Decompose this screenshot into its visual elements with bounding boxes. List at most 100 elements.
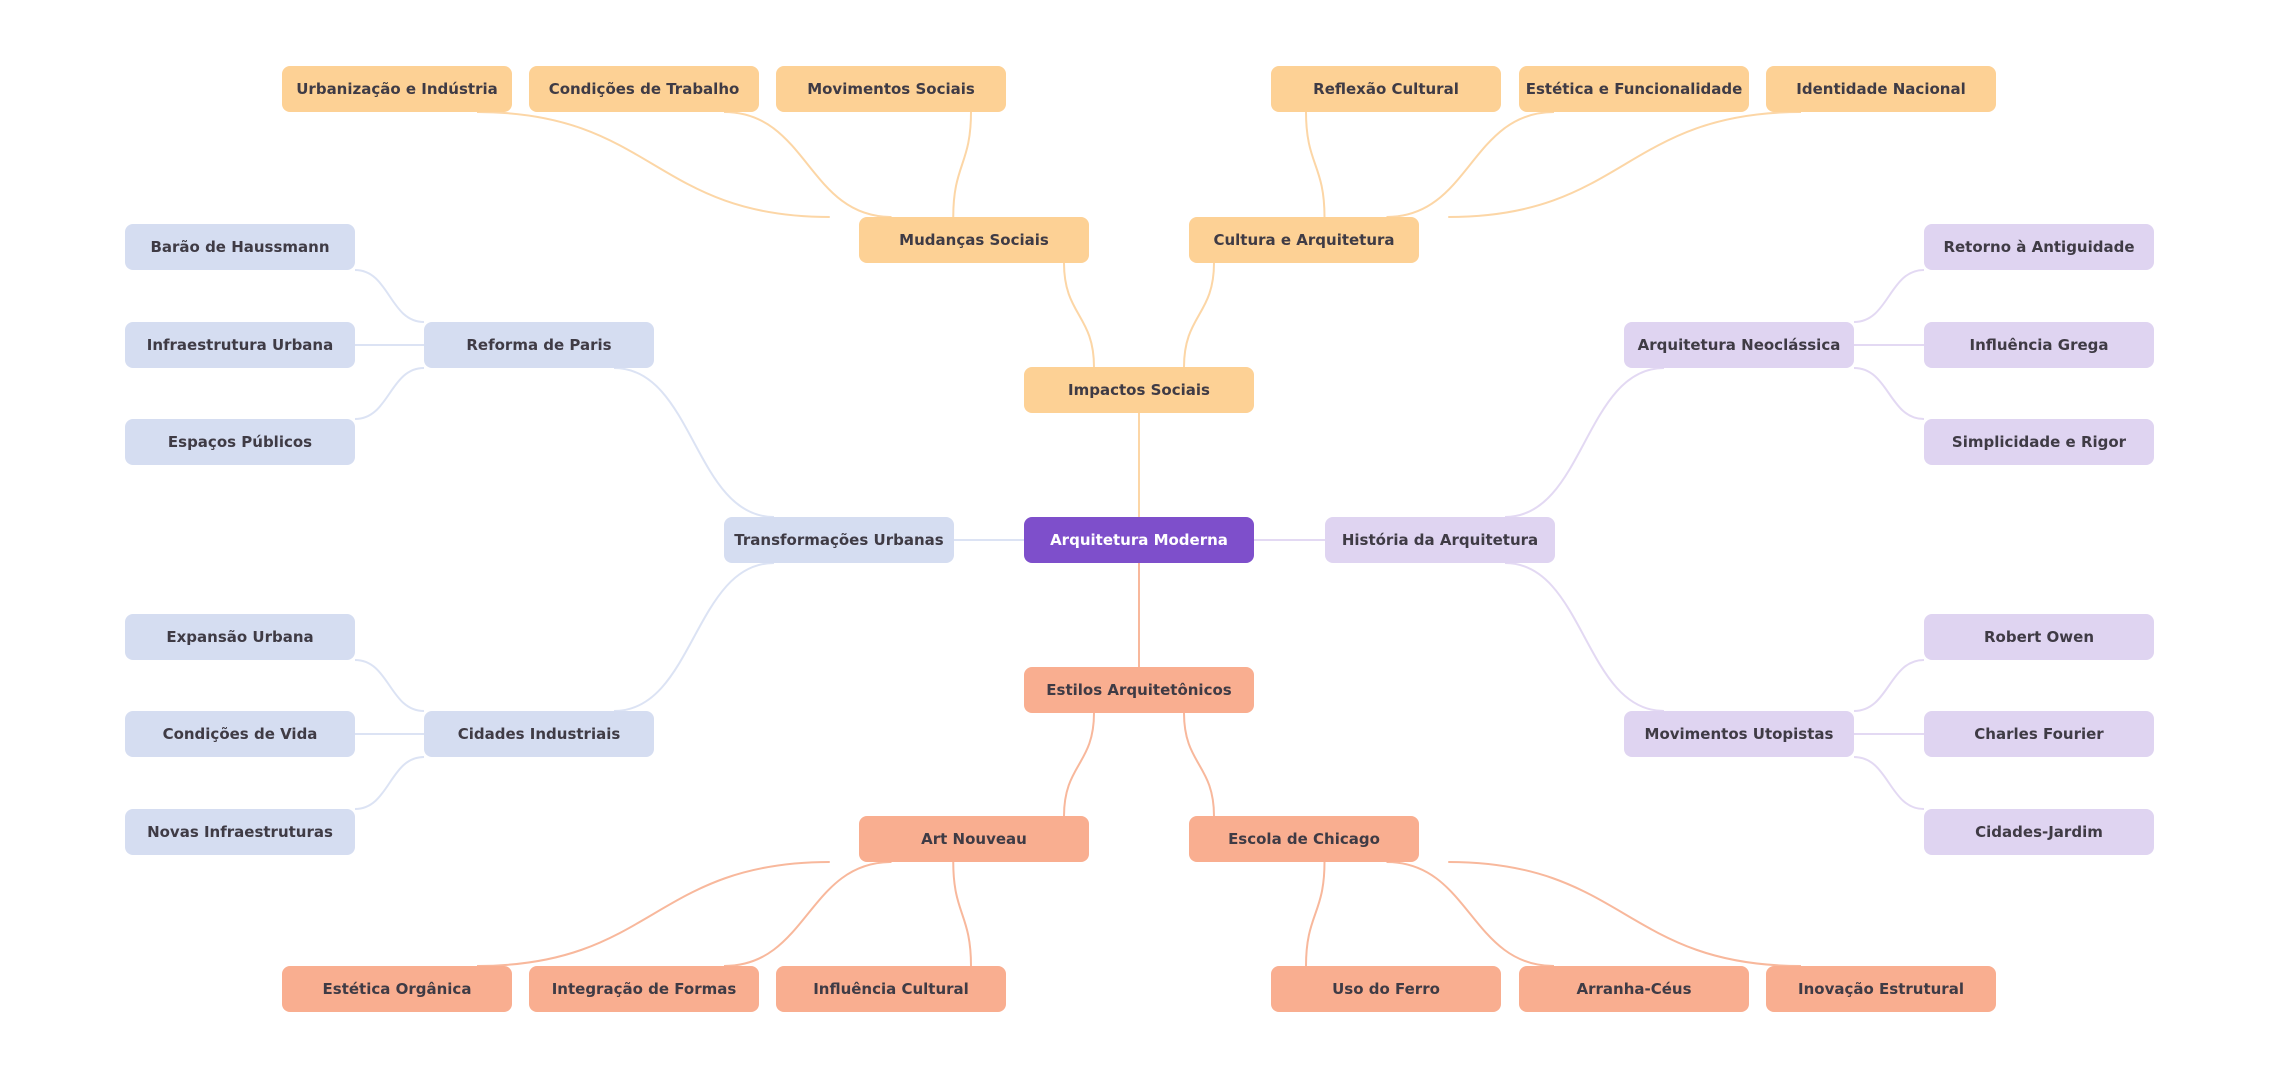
node-cidades-jardim[interactable]: Cidades-Jardim [1924,809,2154,855]
node-label: Arquitetura Neoclássica [1637,336,1841,354]
node-label: Condições de Vida [162,725,318,743]
node-arquitetura-neoclassica[interactable]: Arquitetura Neoclássica [1624,322,1854,368]
node-historia-da-arquitetura[interactable]: História da Arquitetura [1325,517,1555,563]
edge-historia-utopistas [1504,562,1665,712]
edge-cultura-leaf [1386,111,1555,218]
node-art-nouveau[interactable]: Art Nouveau [859,816,1089,862]
node-estetica-organica[interactable]: Estética Orgânica [282,966,512,1012]
node-label: Arquitetura Moderna [1050,531,1228,549]
node-barao-de-haussmann[interactable]: Barão de Haussmann [125,224,355,270]
edge-utopistas-leaf [1853,756,1925,810]
node-label: Estética Orgânica [322,980,472,998]
node-label: Retorno à Antiguidade [1943,238,2135,256]
edge-chicago-leaf [1386,861,1555,967]
edge-neoclassica-leaf [1853,367,1925,420]
node-arranha-ceus[interactable]: Arranha-Céus [1519,966,1749,1012]
node-label: Influência Grega [1969,336,2109,354]
edge-impactos-cultura [1183,262,1215,368]
edge-neoclassica-leaf [1853,269,1925,323]
node-influencia-cultural[interactable]: Influência Cultural [776,966,1006,1012]
edge-mudancas-leaf [476,111,830,218]
node-label: Movimentos Sociais [807,80,975,98]
edge-cultura-leaf [1448,111,1802,218]
node-arquitetura-moderna[interactable]: Arquitetura Moderna [1024,517,1254,563]
node-label: Mudanças Sociais [899,231,1049,249]
node-label: Cidades Industriais [457,725,621,743]
node-label: Arranha-Céus [1576,980,1692,998]
node-label: Condições de Trabalho [548,80,740,98]
node-label: Cultura e Arquitetura [1213,231,1395,249]
node-robert-owen[interactable]: Robert Owen [1924,614,2154,660]
edge-mudancas-leaf [952,111,972,218]
node-label: Robert Owen [1983,628,2095,646]
node-estetica-e-funcionalidade[interactable]: Estética e Funcionalidade [1519,66,1749,112]
edge-artnouveau-leaf [723,861,892,967]
node-label: Charles Fourier [1974,725,2104,743]
node-cultura-e-arquitetura[interactable]: Cultura e Arquitetura [1189,217,1419,263]
node-inovacao-estrutural[interactable]: Inovação Estrutural [1766,966,1996,1012]
edge-chicago-leaf [1305,861,1326,967]
node-simplicidade-e-rigor[interactable]: Simplicidade e Rigor [1924,419,2154,465]
node-uso-do-ferro[interactable]: Uso do Ferro [1271,966,1501,1012]
node-reflexao-cultural[interactable]: Reflexão Cultural [1271,66,1501,112]
node-transformacoes-urbanas[interactable]: Transformações Urbanas [724,517,954,563]
node-label: História da Arquitetura [1341,531,1539,549]
node-label: Reflexão Cultural [1313,80,1459,98]
edge-estilos-chicago [1183,712,1215,817]
edge-artnouveau-leaf [952,861,972,967]
node-influencia-grega[interactable]: Influência Grega [1924,322,2154,368]
node-estilos-arquitetonicos[interactable]: Estilos Arquitetônicos [1024,667,1254,713]
node-escola-de-chicago[interactable]: Escola de Chicago [1189,816,1419,862]
node-movimentos-utopistas[interactable]: Movimentos Utopistas [1624,711,1854,757]
edge-mudancas-leaf [723,111,892,218]
edge-estilos-artnouveau [1063,712,1095,817]
edge-reforma-leaf [354,367,425,420]
node-condicoes-de-trabalho[interactable]: Condições de Trabalho [529,66,759,112]
node-label: Impactos Sociais [1068,381,1210,399]
node-label: Integração de Formas [551,980,737,998]
node-label: Movimentos Utopistas [1644,725,1834,743]
node-identidade-nacional[interactable]: Identidade Nacional [1766,66,1996,112]
node-charles-fourier[interactable]: Charles Fourier [1924,711,2154,757]
node-reforma-de-paris[interactable]: Reforma de Paris [424,322,654,368]
node-integracao-de-formas[interactable]: Integração de Formas [529,966,759,1012]
node-label: Art Nouveau [921,830,1027,848]
edge-transformacoes-cidades [613,562,775,712]
node-label: Identidade Nacional [1796,80,1966,98]
node-label: Simplicidade e Rigor [1951,433,2127,451]
node-label: Uso do Ferro [1332,980,1440,998]
node-novas-infraestruturas[interactable]: Novas Infraestruturas [125,809,355,855]
node-label: Transformações Urbanas [734,531,944,549]
node-mudancas-sociais[interactable]: Mudanças Sociais [859,217,1089,263]
edge-cidades-leaf [354,756,425,810]
node-label: Espaços Públicos [167,433,313,451]
node-label: Novas Infraestruturas [147,823,333,841]
node-label: Estética e Funcionalidade [1525,80,1743,98]
edge-impactos-mudancas [1063,262,1095,368]
node-label: Expansão Urbana [166,628,314,646]
edge-transformacoes-reforma [613,367,775,518]
edge-historia-neoclassica [1504,367,1665,518]
node-label: Escola de Chicago [1228,830,1380,848]
node-infraestrutura-urbana[interactable]: Infraestrutura Urbana [125,322,355,368]
node-label: Infraestrutura Urbana [146,336,334,354]
node-impactos-sociais[interactable]: Impactos Sociais [1024,367,1254,413]
edge-cidades-leaf [354,659,425,712]
edge-cultura-leaf [1305,111,1326,218]
edge-artnouveau-leaf [476,861,830,967]
node-label: Cidades-Jardim [1975,823,2103,841]
node-label: Reforma de Paris [466,336,612,354]
node-cidades-industriais[interactable]: Cidades Industriais [424,711,654,757]
edge-chicago-leaf [1448,861,1802,967]
node-urbanizacao-e-industria[interactable]: Urbanização e Indústria [282,66,512,112]
node-label: Urbanização e Indústria [296,80,498,98]
edge-reforma-leaf [354,269,425,323]
node-expansao-urbana[interactable]: Expansão Urbana [125,614,355,660]
node-condicoes-de-vida[interactable]: Condições de Vida [125,711,355,757]
edge-utopistas-leaf [1853,659,1925,712]
node-espacos-publicos[interactable]: Espaços Públicos [125,419,355,465]
node-label: Barão de Haussmann [150,238,330,256]
node-retorno-a-antiguidade[interactable]: Retorno à Antiguidade [1924,224,2154,270]
node-movimentos-sociais[interactable]: Movimentos Sociais [776,66,1006,112]
